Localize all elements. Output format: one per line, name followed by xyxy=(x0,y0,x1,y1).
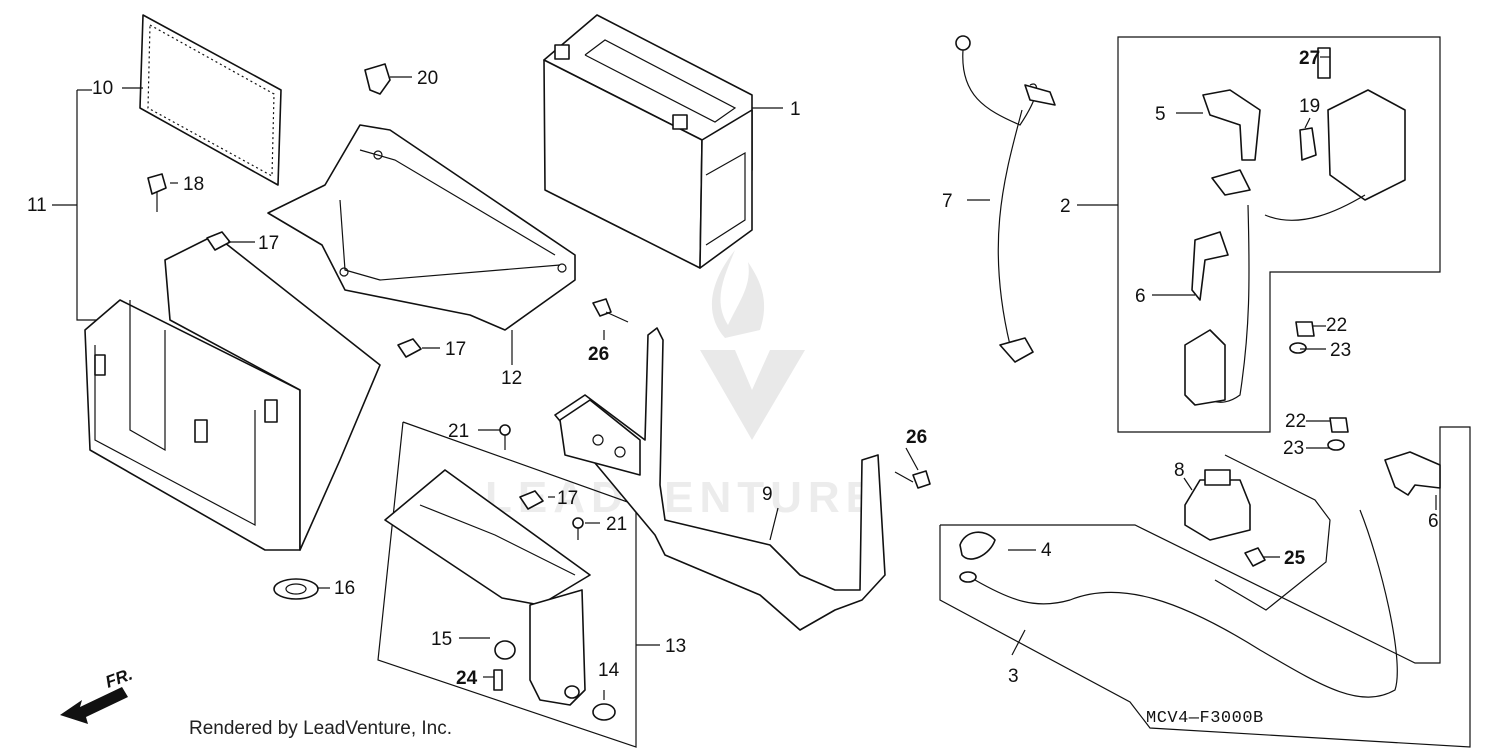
callout-4: 4 xyxy=(1041,540,1052,561)
part-relay xyxy=(1184,469,1251,541)
callout-1: 1 xyxy=(790,99,801,120)
leader-lines xyxy=(52,56,1437,700)
callout-21b: 21 xyxy=(606,514,627,535)
callout-19: 19 xyxy=(1299,96,1320,117)
part-fasteners xyxy=(147,47,1349,721)
callout-24: 24 xyxy=(456,668,478,689)
callout-7: 7 xyxy=(942,191,953,212)
callout-labels: 10 11 20 1 18 17 17 12 16 13 14 15 24 21… xyxy=(27,48,1439,689)
callout-21a: 21 xyxy=(448,421,469,442)
callout-6a: 6 xyxy=(1135,286,1146,307)
direction-label: FR. xyxy=(103,665,135,692)
part-holder xyxy=(384,469,591,706)
callout-20: 20 xyxy=(417,68,438,89)
callout-6b: 6 xyxy=(1428,511,1439,532)
callout-17a: 17 xyxy=(258,233,279,254)
callout-22a: 22 xyxy=(1326,315,1347,336)
part-tray xyxy=(267,124,576,331)
callout-25: 25 xyxy=(1284,548,1306,569)
footer-credit: Rendered by LeadVenture, Inc. xyxy=(189,718,453,739)
part-harness xyxy=(1184,89,1406,406)
callout-16: 16 xyxy=(334,578,355,599)
part-cable-7 xyxy=(955,35,1056,363)
watermark-text: LEADVENTURE xyxy=(485,473,881,522)
callout-11: 11 xyxy=(27,195,47,216)
callout-18: 18 xyxy=(183,174,204,195)
callout-2: 2 xyxy=(1060,196,1071,217)
callout-22b: 22 xyxy=(1285,411,1306,432)
part-battery xyxy=(543,14,753,269)
front-direction-arrow: FR. xyxy=(60,665,135,724)
callout-26a: 26 xyxy=(588,344,609,365)
callout-12: 12 xyxy=(501,368,522,389)
callout-15: 15 xyxy=(431,629,452,650)
diagram-code: MCV4—F3000B xyxy=(1146,709,1264,728)
callout-8: 8 xyxy=(1174,460,1185,481)
part-filter-pad xyxy=(139,14,282,186)
callout-13: 13 xyxy=(665,636,686,657)
callout-23b: 23 xyxy=(1283,438,1304,459)
callout-23a: 23 xyxy=(1330,340,1351,361)
callout-27: 27 xyxy=(1299,48,1320,69)
part-cable-3 xyxy=(959,509,1398,698)
callout-3: 3 xyxy=(1008,666,1019,687)
part-battery-box xyxy=(84,234,381,551)
callout-17b: 17 xyxy=(445,339,466,360)
callout-17c: 17 xyxy=(557,488,578,509)
callout-10: 10 xyxy=(92,78,113,99)
callout-14: 14 xyxy=(598,660,620,681)
part-bracket xyxy=(554,327,886,631)
callout-9: 9 xyxy=(762,484,773,505)
callout-26b: 26 xyxy=(906,427,927,448)
part-caps xyxy=(959,89,1441,560)
callout-5: 5 xyxy=(1155,104,1166,125)
group-frames xyxy=(76,36,1471,748)
